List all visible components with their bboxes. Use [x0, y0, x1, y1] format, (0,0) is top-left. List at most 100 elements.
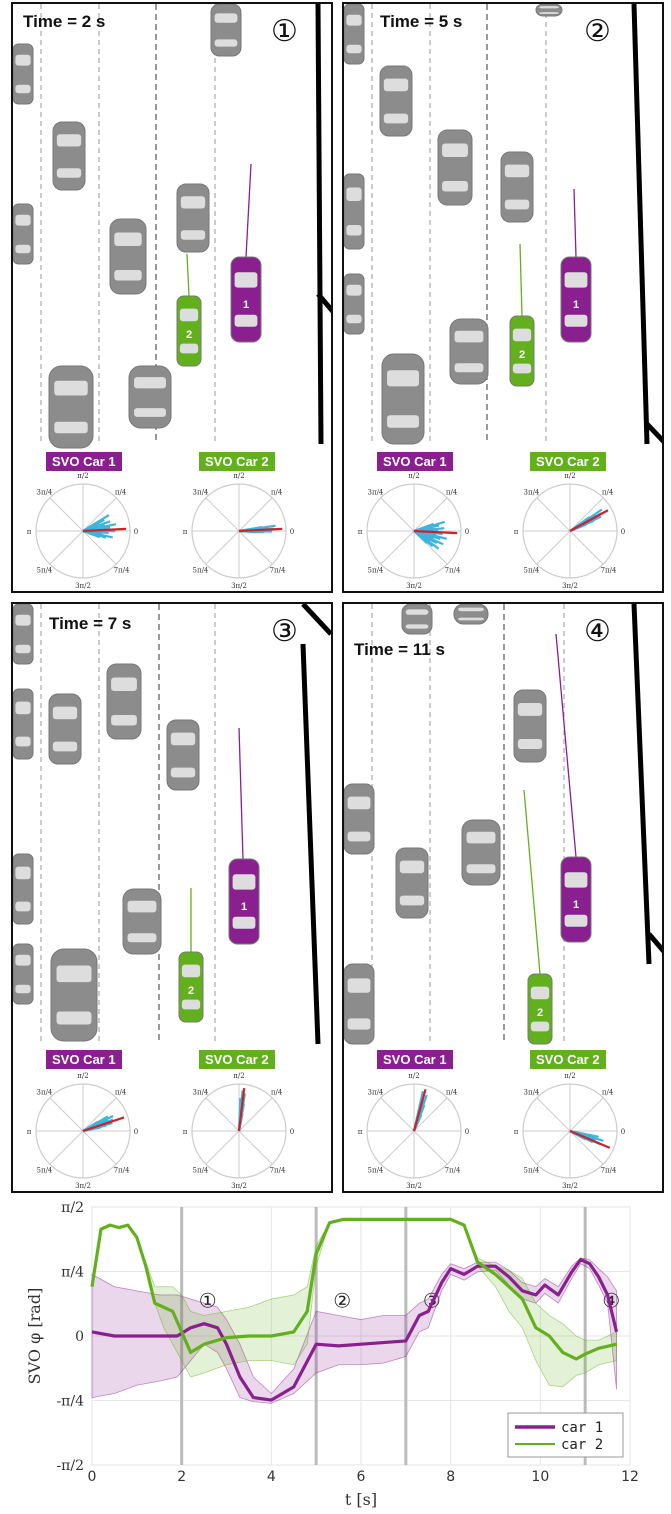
rose-spoke: [49, 530, 84, 565]
svo-car2-label: SVO Car 2: [199, 452, 275, 471]
gray-car: [13, 688, 34, 760]
panel-number: ④: [584, 614, 611, 649]
y-tick-label: 0: [75, 1329, 84, 1345]
gray-car: [344, 273, 365, 335]
rose-mean: [238, 527, 283, 533]
car-1: 1: [560, 856, 592, 943]
rose-angle-label: 3π/2: [562, 1182, 578, 1190]
rose-angle-label: π/4: [446, 488, 458, 496]
rose-angle-label: 5π/4: [193, 1166, 209, 1174]
rose-angle-label: 3π/4: [193, 488, 209, 496]
gray-car: [48, 365, 94, 449]
rose-angle-label: 3π/2: [75, 1182, 91, 1190]
rose-angle-label: 3π/4: [368, 1088, 384, 1096]
rose-angle-label: π: [27, 528, 32, 536]
rose-angle-label: 3π/4: [524, 488, 540, 496]
rose-spoke: [569, 1130, 604, 1165]
road-barrier: [301, 604, 331, 636]
road-barrier: [631, 604, 652, 965]
rose-spoke: [82, 497, 117, 532]
x-tick-label: 4: [267, 1469, 276, 1485]
rose-angle-label: 3π/4: [37, 1088, 53, 1096]
rose-angle-label: 5π/4: [524, 566, 540, 574]
gray-car: [106, 663, 142, 740]
rose-angle-label: π/2: [77, 472, 88, 480]
rose-spoke: [82, 1130, 117, 1165]
car-2: 2: [509, 315, 535, 387]
rose-angle-label: 0: [465, 1128, 469, 1136]
svo-car1-label: SVO Car 1: [46, 452, 122, 471]
svo-car2-label: SVO Car 2: [530, 1050, 606, 1069]
rose-angle-label: π: [183, 528, 188, 536]
x-tick-label: 2: [177, 1469, 186, 1485]
gray-car: [461, 819, 501, 886]
rose-angle-label: 3π/2: [406, 582, 422, 590]
car2-trajectory: [519, 243, 523, 317]
rose-angle-label: π/4: [115, 1088, 127, 1096]
rose-spoke: [238, 1130, 273, 1165]
rose-spoke: [82, 1097, 117, 1132]
car1-trajectory: [573, 188, 577, 258]
rose-sample: [413, 522, 434, 533]
rose-spoke: [205, 1097, 240, 1132]
rose-spoke: [569, 530, 604, 565]
rose-angle-label: π/4: [271, 488, 283, 496]
rose-angle-label: 5π/4: [37, 566, 53, 574]
rose-angle-label: π/4: [446, 1088, 458, 1096]
rose-angle-label: 7π/4: [270, 566, 286, 574]
rose-spoke: [49, 1130, 84, 1165]
rose-angle-label: 7π/4: [601, 1166, 617, 1174]
rose-angle-label: 5π/4: [368, 1166, 384, 1174]
car-id-label: 2: [537, 1007, 543, 1019]
gray-car: [13, 604, 34, 665]
car2-trajectory: [186, 253, 190, 297]
gray-car: [210, 4, 242, 57]
road-scene: 12π/2π/407π/43π/25π/4π3π/4π/2π/407π/43π/…: [344, 604, 662, 1190]
car-2: 2: [176, 295, 202, 367]
panel-number: ②: [584, 14, 611, 49]
car-1: 1: [230, 256, 262, 343]
road-scene: 12π/2π/407π/43π/25π/4π3π/4π/2π/407π/43π/…: [13, 604, 331, 1190]
rose-mean: [413, 529, 458, 535]
road-barrier: [645, 422, 662, 444]
panel-time-title: Time = 2 s: [23, 12, 106, 31]
road-scene: 12π/2π/407π/43π/25π/4π3π/4π/2π/407π/43π/…: [344, 4, 662, 590]
rose-mean: [412, 1089, 427, 1132]
rose-angle-label: 3π/4: [193, 1088, 209, 1096]
legend-label: car 1: [561, 1420, 603, 1436]
panel-number: ①: [271, 14, 298, 49]
gray-car: [13, 203, 34, 265]
rose-spoke: [49, 1097, 84, 1132]
rose-angle-label: 5π/4: [368, 566, 384, 574]
car-1: 1: [228, 858, 260, 945]
car-id-label: 1: [573, 299, 579, 311]
panel-time-title: Time = 5 s: [380, 12, 463, 31]
gray-car: [449, 318, 489, 385]
legend-label: car 2: [561, 1437, 603, 1453]
series-band-2: [91, 1218, 617, 1388]
road-scene: 12π/2π/407π/43π/25π/4π3π/4π/2π/407π/43π/…: [13, 4, 331, 590]
rose-spoke: [569, 1097, 604, 1132]
rose-angle-label: 7π/4: [270, 1166, 286, 1174]
gray-car: [535, 4, 563, 17]
rose-angle-label: π: [358, 528, 363, 536]
x-tick-label: 12: [621, 1469, 639, 1485]
series-line-2: [90, 1217, 617, 1361]
y-tick-label: -π/4: [56, 1394, 84, 1410]
gray-car: [344, 963, 375, 1045]
y-tick-label: π/4: [61, 1265, 84, 1281]
car-id-label: 1: [241, 901, 247, 913]
rose-angle-label: 3π/2: [231, 582, 247, 590]
rose-spoke: [205, 497, 240, 532]
rose-spoke: [413, 497, 448, 532]
x-tick-label: 6: [357, 1469, 366, 1485]
car-id-label: 2: [188, 985, 194, 997]
legend-box: [507, 1412, 624, 1458]
rose-angle-label: 7π/4: [445, 1166, 461, 1174]
series-line-1: [91, 1258, 619, 1402]
